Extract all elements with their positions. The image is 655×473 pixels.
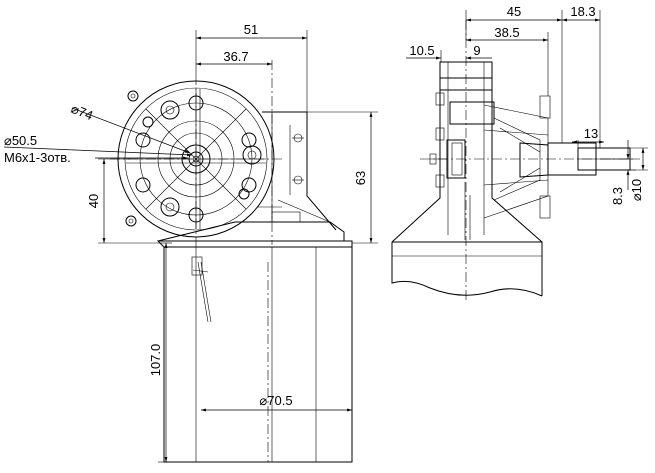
dim-label-51: 51	[244, 22, 258, 37]
dim-label-40: 40	[86, 194, 101, 208]
dim-label-dia-70-5: ⌀70.5	[259, 393, 292, 408]
side-motor-body	[391, 241, 543, 297]
dim-side-9: 9	[473, 43, 480, 58]
dim-label-10-5: 10.5	[409, 43, 434, 58]
thread-label: M6x1-3отв.	[4, 150, 71, 165]
dim-label-9: 9	[473, 43, 480, 58]
dim-label-18-3: 18.3	[570, 4, 595, 19]
dim-label-45: 45	[507, 4, 521, 19]
mounting-bosses	[125, 90, 262, 227]
dim-side-10-5: 10.5	[406, 43, 492, 62]
dim-label-dia-10: ⌀10	[629, 179, 644, 201]
dim-label-38-5: 38.5	[494, 25, 519, 40]
dim-shaft-8-3: 8.3	[600, 140, 636, 205]
dim-label-36-7: 36.7	[223, 49, 248, 64]
front-view: 51 36.7 ⌀74 ⌀50.5 M6x1-3отв. 40	[3, 22, 378, 463]
dim-label-dia-74: ⌀74	[69, 101, 95, 123]
dim-height-63: 63	[307, 111, 378, 244]
dim-label-63: 63	[353, 171, 368, 185]
dim-length-107: 107.0	[148, 242, 172, 463]
dim-width-51: 51	[195, 22, 308, 112]
motor-body	[163, 246, 353, 463]
dim-shaft-13: 13	[572, 126, 604, 148]
dim-dia-50-5: ⌀50.5 M6x1-3отв.	[3, 133, 193, 165]
dim-shaft-dia-10: ⌀10	[629, 147, 648, 201]
dim-width-36-7: 36.7	[196, 49, 272, 66]
dim-label-13: 13	[584, 126, 598, 141]
dim-label-8-3: 8.3	[610, 187, 625, 205]
side-housing	[391, 61, 551, 243]
gearbox-housing	[156, 111, 353, 248]
dim-side-38-5: 38.5	[466, 25, 549, 96]
dim-label-107: 107.0	[148, 344, 163, 377]
dim-side-45: 45	[465, 4, 563, 143]
output-shaft	[519, 142, 631, 178]
side-view: 45 18.3 38.5 10.5 9 13	[391, 4, 648, 300]
dim-height-40: 40	[86, 158, 158, 244]
dim-side-18-3: 18.3	[562, 4, 601, 148]
dim-label-dia-50-5: ⌀50.5	[4, 133, 37, 148]
dim-dia-70-5: ⌀70.5	[201, 393, 352, 412]
